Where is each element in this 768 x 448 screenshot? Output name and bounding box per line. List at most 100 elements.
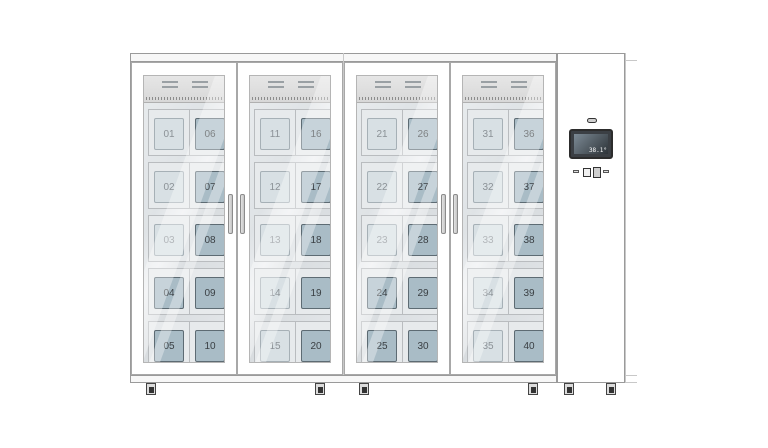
compartment-number: 12 <box>269 181 281 193</box>
compartment-number: 34 <box>482 287 494 299</box>
compartment-number: 06 <box>204 128 216 140</box>
compartment-box: 25 <box>367 330 397 362</box>
locker-compartment[interactable]: 10 <box>189 321 224 362</box>
compartment-number: 15 <box>269 340 281 352</box>
compartment-box: 23 <box>367 224 397 256</box>
locker-compartment[interactable]: 06 <box>189 109 224 156</box>
compartment-box: 30 <box>408 330 437 362</box>
locker-compartment[interactable]: 36 <box>508 109 543 156</box>
locker-compartment[interactable]: 18 <box>295 215 330 262</box>
compartment-number: 02 <box>163 181 175 193</box>
compartment-box: 37 <box>514 171 543 203</box>
compartment-box: 02 <box>154 171 184 203</box>
locker-door-1[interactable]: 01 06 02 07 03 08 04 09 05 10 <box>131 62 237 375</box>
compartment-box: 24 <box>367 277 397 309</box>
compartment-box: 40 <box>514 330 543 362</box>
vent-header <box>144 76 224 103</box>
compartment-number: 10 <box>204 340 216 352</box>
door-handle-2[interactable] <box>240 194 245 234</box>
compartment-number: 16 <box>310 128 322 140</box>
compartment-box: 22 <box>367 171 397 203</box>
locker-compartment[interactable]: 35 <box>467 321 509 362</box>
compartment-box: 16 <box>301 118 330 150</box>
compartment-box: 20 <box>301 330 330 362</box>
locker-compartment[interactable]: 29 <box>402 268 437 315</box>
locker-compartment[interactable]: 07 <box>189 162 224 209</box>
door-handle-1[interactable] <box>228 194 233 234</box>
side-panel-edge <box>625 53 626 383</box>
compartment-number: 40 <box>523 340 535 352</box>
locker-compartment[interactable]: 33 <box>467 215 509 262</box>
compartment-number: 11 <box>269 128 281 140</box>
locker-compartment[interactable]: 30 <box>402 321 437 362</box>
compartment-number: 35 <box>482 340 494 352</box>
compartment-number: 29 <box>417 287 429 299</box>
card-reader-icon[interactable] <box>593 167 601 178</box>
compartment-number: 19 <box>310 287 322 299</box>
locker-compartment[interactable]: 40 <box>508 321 543 362</box>
locker-compartment[interactable]: 31 <box>467 109 509 156</box>
compartment-box: 07 <box>195 171 224 203</box>
locker-compartment[interactable]: 39 <box>508 268 543 315</box>
compartment-box: 35 <box>473 330 503 362</box>
locker-compartment[interactable]: 24 <box>361 268 403 315</box>
compartment-box: 15 <box>260 330 290 362</box>
side-panel-bottom-2 <box>625 382 637 383</box>
locker-compartment[interactable]: 13 <box>254 215 296 262</box>
locker-compartment[interactable]: 32 <box>467 162 509 209</box>
vent-header <box>250 76 330 103</box>
locker-compartment[interactable]: 19 <box>295 268 330 315</box>
locker-compartment[interactable]: 28 <box>402 215 437 262</box>
door-handle-3[interactable] <box>441 194 446 234</box>
compartment-number: 03 <box>163 234 175 246</box>
compartment-number: 28 <box>417 234 429 246</box>
locker-compartment[interactable]: 05 <box>148 321 190 362</box>
locker-compartment[interactable]: 09 <box>189 268 224 315</box>
locker-compartment[interactable]: 27 <box>402 162 437 209</box>
compartment-box: 03 <box>154 224 184 256</box>
locker-compartment[interactable]: 01 <box>148 109 190 156</box>
locker-compartment[interactable]: 11 <box>254 109 296 156</box>
cabinet-divider <box>343 53 344 378</box>
compartment-box: 27 <box>408 171 437 203</box>
scanner-icon[interactable] <box>603 170 609 173</box>
locker-compartment[interactable]: 25 <box>361 321 403 362</box>
locker-compartment[interactable]: 12 <box>254 162 296 209</box>
compartment-box: 14 <box>260 277 290 309</box>
locker-compartment[interactable]: 16 <box>295 109 330 156</box>
compartment-number: 32 <box>482 181 494 193</box>
compartment-number: 37 <box>523 181 535 193</box>
locker-compartment[interactable]: 22 <box>361 162 403 209</box>
locker-compartment[interactable]: 02 <box>148 162 190 209</box>
locker-compartment[interactable]: 23 <box>361 215 403 262</box>
locker-compartment[interactable]: 08 <box>189 215 224 262</box>
compartment-number: 09 <box>204 287 216 299</box>
compartment-number: 39 <box>523 287 535 299</box>
locker-compartment[interactable]: 26 <box>402 109 437 156</box>
glass-panel: 01 06 02 07 03 08 04 09 05 10 <box>143 75 225 363</box>
compartment-box: 39 <box>514 277 543 309</box>
locker-compartment[interactable]: 20 <box>295 321 330 362</box>
side-panel-top <box>625 60 637 61</box>
compartment-number: 05 <box>163 340 175 352</box>
locker-compartment[interactable]: 21 <box>361 109 403 156</box>
locker-compartment[interactable]: 34 <box>467 268 509 315</box>
locker-compartment[interactable]: 17 <box>295 162 330 209</box>
control-unit <box>557 53 625 383</box>
compartment-number: 22 <box>376 181 388 193</box>
locker-compartment[interactable]: 04 <box>148 268 190 315</box>
door-handle-4[interactable] <box>453 194 458 234</box>
locker-compartment[interactable]: 03 <box>148 215 190 262</box>
compartment-box: 17 <box>301 171 330 203</box>
locker-compartment[interactable]: 37 <box>508 162 543 209</box>
vent-header <box>463 76 543 103</box>
locker-compartment[interactable]: 38 <box>508 215 543 262</box>
compartment-box: 01 <box>154 118 184 150</box>
sensor-icon <box>573 170 579 173</box>
caster-wheel-icon <box>359 383 369 395</box>
compartment-number: 07 <box>204 181 216 193</box>
touch-screen[interactable]: 38.1° <box>569 129 613 159</box>
